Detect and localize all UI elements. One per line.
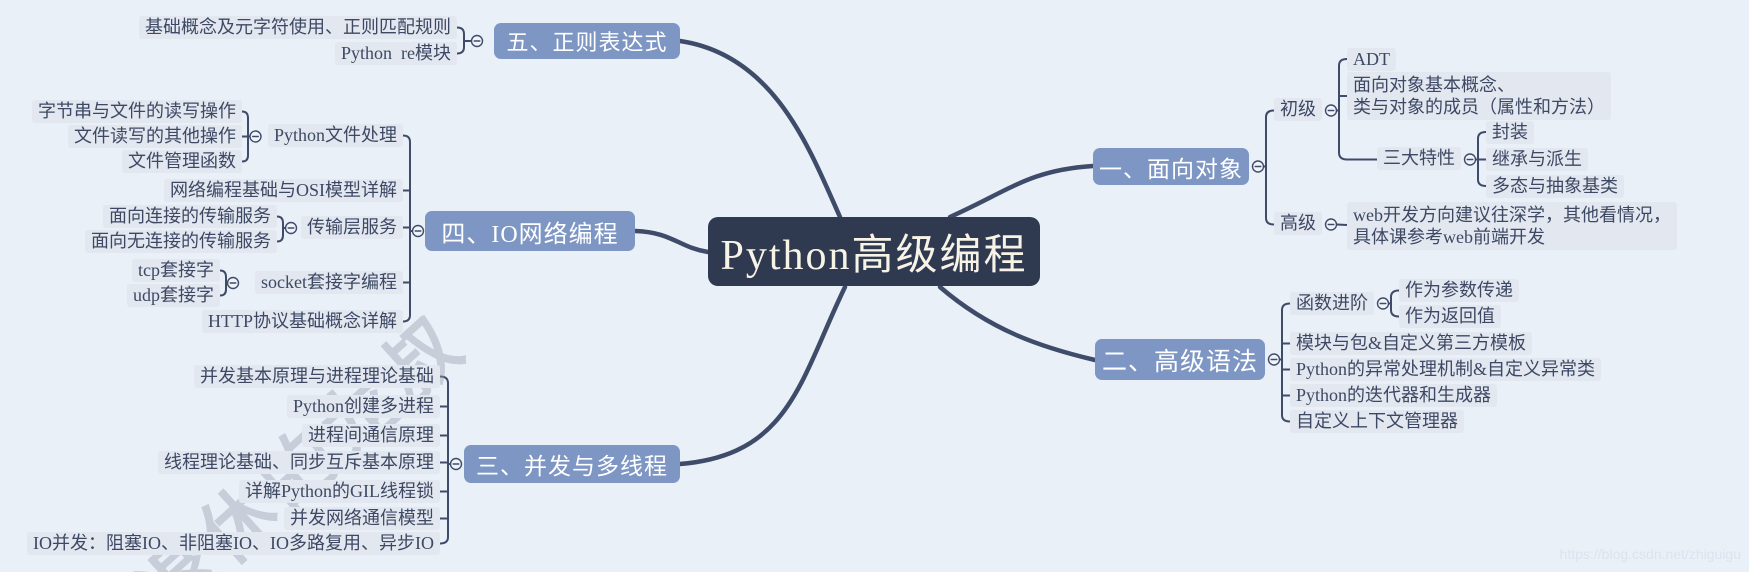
leaf-syntax-as-param[interactable]: 作为参数传递 bbox=[1399, 279, 1519, 302]
curve-branch-io bbox=[632, 228, 711, 255]
bracket-io-transport bbox=[276, 215, 287, 243]
leaf-io-http[interactable]: HTTP协议基础概念详解 bbox=[202, 310, 403, 333]
leaf-io-transport-conn[interactable]: 面向连接的传输服务 bbox=[103, 205, 277, 228]
node-io-transport[interactable]: 传输层服务 bbox=[301, 216, 403, 239]
bracket-syntax bbox=[1278, 302, 1291, 423]
leaf-conc-multiprocess[interactable]: Python创建多进程 bbox=[286, 395, 440, 418]
leaf-conc-thread-theory[interactable]: 线程理论基础、同步互斥基本原理 bbox=[158, 451, 440, 474]
collapse-toggle-oop-senior[interactable] bbox=[1324, 218, 1338, 231]
central-topic[interactable]: Python高级编程 bbox=[708, 217, 1040, 286]
leaf-conc-gil[interactable]: 详解Python的GIL线程锁 bbox=[239, 480, 440, 503]
leaf-oop-concepts[interactable]: 面向对象基本概念、 类与对象的成员（属性和方法） bbox=[1347, 72, 1611, 120]
branch-io[interactable]: 四、IO网络编程 bbox=[425, 211, 635, 251]
branch-concurrency[interactable]: 三、并发与多线程 bbox=[464, 445, 680, 483]
leaf-syntax-context[interactable]: 自定义上下文管理器 bbox=[1290, 410, 1464, 433]
node-oop-features[interactable]: 三大特性 bbox=[1377, 147, 1461, 170]
curve-branch-concurrency bbox=[677, 284, 848, 467]
collapse-toggle-io-socket[interactable] bbox=[226, 276, 240, 290]
leaf-syntax-iterators[interactable]: Python的迭代器和生成器 bbox=[1290, 384, 1498, 407]
node-io-file[interactable]: Python文件处理 bbox=[267, 124, 403, 147]
collapse-toggle-oop-junior[interactable] bbox=[1324, 104, 1338, 117]
leaf-oop-web-advice[interactable]: web开发方向建议往深学，其他看情况， 具体课参考web前端开发 bbox=[1347, 202, 1677, 250]
leaf-io-transport-connless[interactable]: 面向无连接的传输服务 bbox=[85, 230, 277, 253]
node-io-socket[interactable]: socket套接字编程 bbox=[255, 271, 403, 294]
leaf-io-osi[interactable]: 网络编程基础与OSI模型详解 bbox=[163, 179, 403, 202]
leaf-oop-adt[interactable]: ADT bbox=[1347, 48, 1396, 71]
leaf-syntax-modules[interactable]: 模块与包&自定义第三方模板 bbox=[1290, 332, 1532, 355]
stub-oop-senior bbox=[1336, 223, 1348, 226]
bracket-oop-features bbox=[1474, 131, 1487, 187]
leaf-io-file-other[interactable]: 文件读写的其他操作 bbox=[68, 125, 242, 148]
collapse-toggle-io-file[interactable] bbox=[249, 130, 262, 143]
collapse-toggle-io[interactable] bbox=[411, 224, 425, 238]
leaf-conc-io-modes[interactable]: IO并发：阻塞IO、非阻塞IO、IO多路复用、异步IO bbox=[27, 532, 440, 555]
leaf-oop-encapsulation[interactable]: 封装 bbox=[1486, 121, 1534, 144]
branch-oop[interactable]: 一、面向对象 bbox=[1093, 148, 1249, 185]
leaf-regex-re-module[interactable]: Python re模块 bbox=[335, 42, 457, 65]
curve-branch-regex bbox=[677, 38, 843, 220]
leaf-io-socket-udp[interactable]: udp套接字 bbox=[127, 284, 220, 307]
collapse-toggle-syntax-function[interactable] bbox=[1376, 297, 1390, 310]
collapse-toggle-io-transport[interactable] bbox=[284, 221, 298, 235]
bracket-io-socket bbox=[219, 269, 229, 297]
curve-branch-oop bbox=[947, 163, 1096, 220]
bracket-concurrency bbox=[439, 375, 452, 545]
node-oop-senior[interactable]: 高级 bbox=[1274, 212, 1322, 235]
leaf-oop-inheritance[interactable]: 继承与派生 bbox=[1486, 148, 1588, 171]
bracket-io bbox=[402, 134, 413, 323]
bracket-io-file bbox=[241, 110, 251, 163]
node-oop-junior[interactable]: 初级 bbox=[1274, 98, 1322, 121]
leaf-conc-net-model[interactable]: 并发网络通信模型 bbox=[284, 507, 440, 530]
node-syntax-function[interactable]: 函数进阶 bbox=[1290, 292, 1374, 315]
collapse-toggle-oop-features[interactable] bbox=[1463, 153, 1477, 166]
bracket-oop bbox=[1262, 109, 1275, 226]
leaf-conc-ipc[interactable]: 进程间通信原理 bbox=[302, 424, 440, 447]
collapse-toggle-syntax[interactable] bbox=[1267, 353, 1281, 366]
bracket-regex bbox=[456, 26, 472, 55]
collapse-toggle-concurrency[interactable] bbox=[449, 457, 463, 471]
branch-syntax[interactable]: 二、高级语法 bbox=[1095, 339, 1265, 380]
leaf-io-socket-tcp[interactable]: tcp套接字 bbox=[132, 259, 220, 282]
branch-regex[interactable]: 五、正则表达式 bbox=[494, 23, 680, 59]
leaf-syntax-exceptions[interactable]: Python的异常处理机制&自定义异常类 bbox=[1290, 358, 1602, 381]
leaf-io-file-manage[interactable]: 文件管理函数 bbox=[122, 150, 242, 173]
curve-branch-syntax bbox=[937, 284, 1098, 363]
leaf-regex-basics[interactable]: 基础概念及元字符使用、正则匹配规则 bbox=[139, 16, 457, 39]
leaf-io-file-bytes[interactable]: 字节串与文件的读写操作 bbox=[32, 100, 242, 123]
collapse-toggle-regex[interactable] bbox=[470, 34, 484, 48]
leaf-syntax-as-return[interactable]: 作为返回值 bbox=[1399, 305, 1501, 328]
url-watermark: https://blog.csdn.net/zhiguigu bbox=[1559, 546, 1741, 562]
leaf-oop-polymorphism[interactable]: 多态与抽象基类 bbox=[1486, 175, 1624, 198]
bracket-syntax-function bbox=[1387, 289, 1400, 318]
collapse-toggle-oop[interactable] bbox=[1251, 160, 1265, 173]
leaf-conc-principle[interactable]: 并发基本原理与进程理论基础 bbox=[194, 365, 440, 388]
